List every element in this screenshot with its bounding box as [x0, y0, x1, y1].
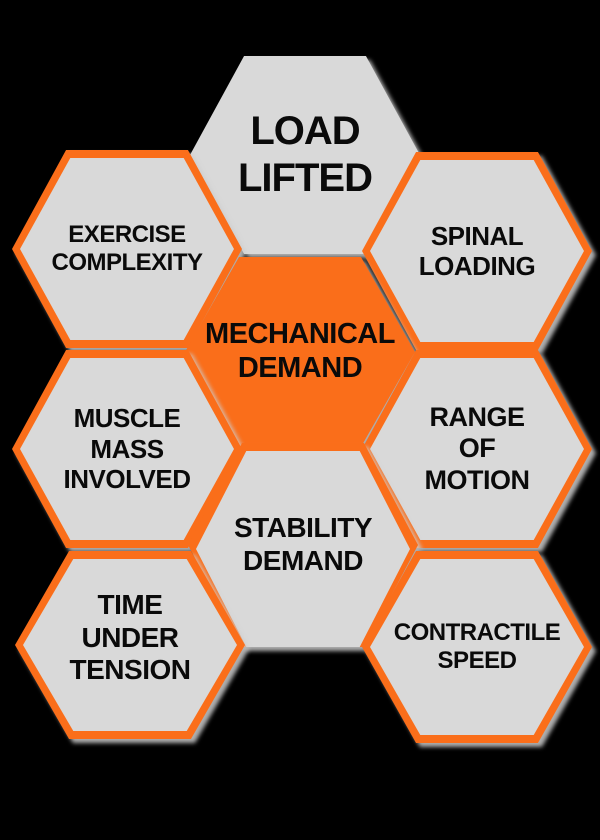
hexagon-label: CONTRACTILE SPEED: [393, 618, 561, 674]
hexagon-fill: [370, 358, 584, 540]
hexagon-stability-demand: STABILITY DEMAND: [188, 443, 418, 647]
hexagon-time-under-tension: TIME UNDER TENSION: [15, 551, 245, 739]
hexagon-label: MUSCLE MASS INVOLVED: [63, 403, 191, 495]
hexagon-fill: [370, 160, 584, 342]
hexagon-label: MECHANICAL DEMAND: [205, 318, 395, 384]
hexagon-label: LOAD LIFTED: [238, 109, 373, 200]
hexagon-range-of-motion: RANGE OF MOTION: [362, 350, 592, 548]
hexagon-contractile-speed: CONTRACTILE SPEED: [362, 551, 592, 743]
hexagon-spinal-loading: SPINAL LOADING: [362, 152, 592, 350]
hexagon-label: EXERCISE COMPLEXITY: [51, 220, 203, 276]
hexagon-fill: [20, 358, 234, 540]
hexagon-label: RANGE OF MOTION: [424, 401, 531, 495]
hexagon-fill: [370, 559, 584, 735]
hexagon-label: STABILITY DEMAND: [233, 512, 373, 576]
hexagon-fill: [196, 451, 410, 647]
hexagon-fill: [20, 158, 234, 340]
hexagon-muscle-mass-involved: MUSCLE MASS INVOLVED: [12, 350, 242, 548]
hexagon-load-lifted: LOAD LIFTED: [190, 56, 420, 254]
hexagon-fill: [23, 559, 237, 731]
hexagon-label: TIME UNDER TENSION: [69, 588, 191, 686]
hexagon-label: SPINAL LOADING: [418, 220, 536, 281]
hexagon-exercise-complexity: EXERCISE COMPLEXITY: [12, 150, 242, 348]
